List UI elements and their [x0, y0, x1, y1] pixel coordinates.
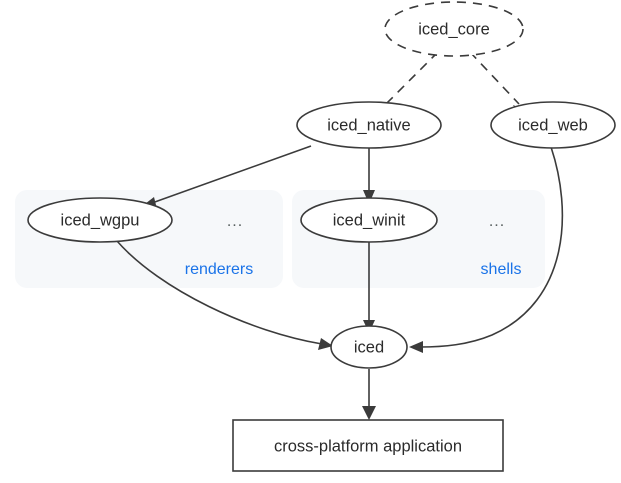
node-iced-label: iced	[354, 338, 384, 356]
edge-iced-core-to-iced-web	[469, 51, 520, 105]
cluster-renderers-label: renderers	[185, 261, 253, 278]
edge-iced-web-to-iced	[419, 146, 564, 348]
node-iced-shape[interactable]	[330, 325, 408, 369]
cluster-shells-label: shells	[481, 261, 522, 278]
edge-iced-wgpu-to-iced-arrowhead	[318, 338, 333, 350]
node-iced-core-label: iced_core	[418, 20, 490, 38]
cluster-renderers-ellipsis: ...	[227, 213, 243, 230]
edge-iced-native-to-iced-winit-arrowhead	[363, 190, 375, 204]
node-iced-native-shape[interactable]	[296, 101, 442, 149]
node-iced-wgpu-shape[interactable]	[27, 197, 173, 243]
node-iced-wgpu-label: iced_wgpu	[61, 211, 140, 229]
node-iced-native-label: iced_native	[327, 116, 410, 134]
node-application-shape[interactable]	[232, 419, 504, 472]
node-iced-winit-shape[interactable]	[300, 197, 438, 243]
cluster-shells-ellipsis: ...	[489, 213, 505, 230]
node-iced-web-label: iced_web	[518, 116, 588, 134]
node-application-label: cross-platform application	[274, 437, 462, 455]
edge-iced-native-to-iced-wgpu	[151, 145, 312, 204]
edge-iced-to-application-arrowhead	[362, 406, 376, 420]
node-iced-core-shape[interactable]	[384, 1, 524, 57]
edge-iced-web-to-iced-arrowhead	[409, 341, 423, 353]
edge-iced-core-to-iced-native	[385, 51, 439, 105]
edge-iced-wgpu-to-iced	[116, 240, 323, 345]
node-iced-web-shape[interactable]	[490, 101, 616, 149]
node-iced-winit-label: iced_winit	[333, 211, 406, 229]
